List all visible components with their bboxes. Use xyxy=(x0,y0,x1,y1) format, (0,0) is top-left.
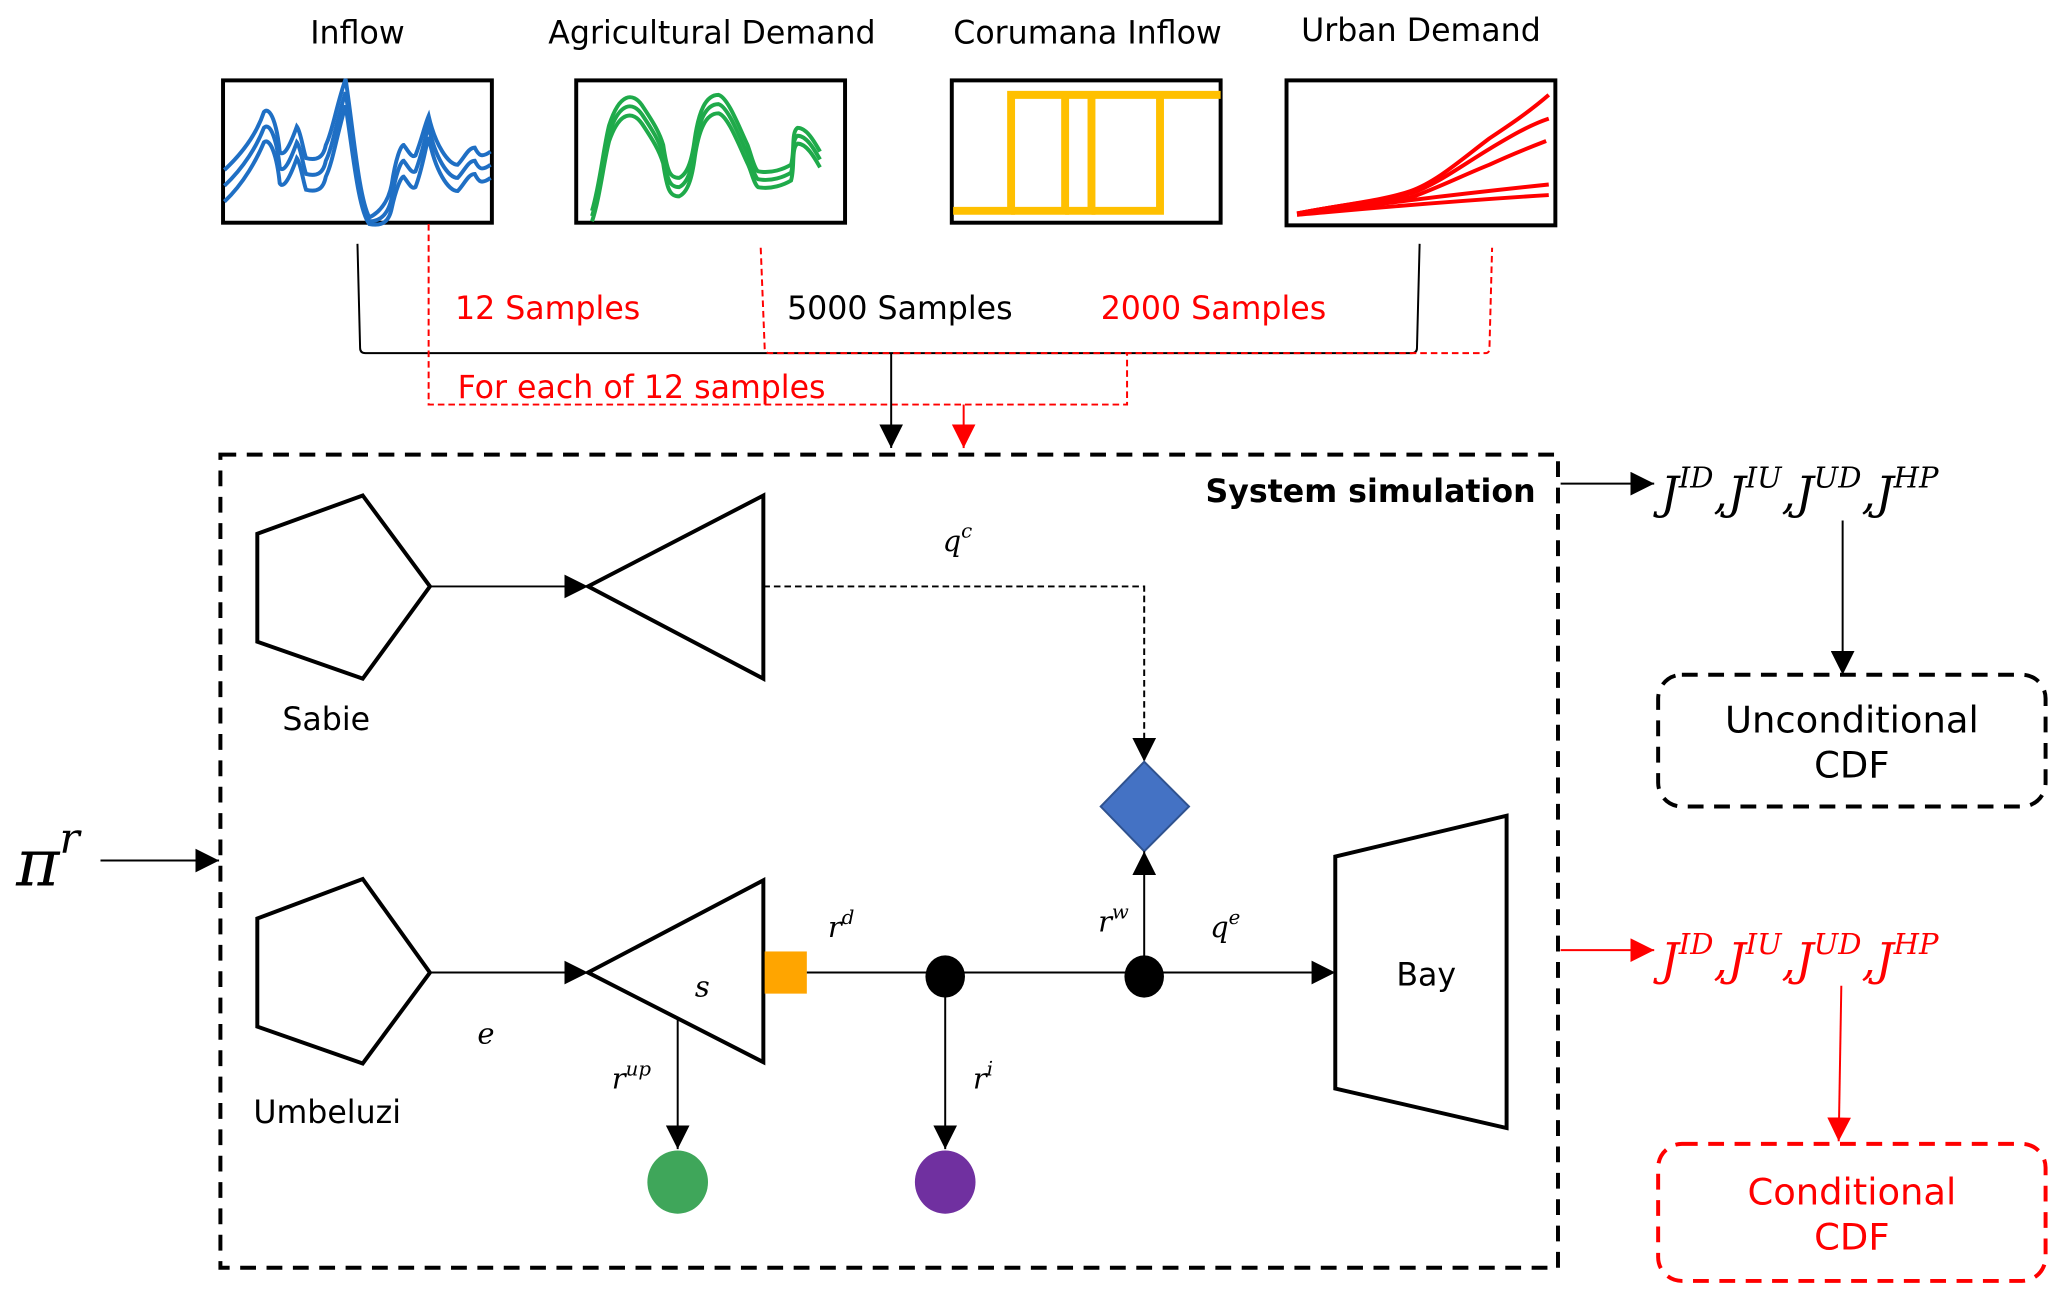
unconditional-cdf-line2: CDF xyxy=(1814,744,1889,787)
inflow-plot-frame xyxy=(221,78,494,225)
qc-label: qc xyxy=(943,520,973,558)
upstream-demand-node xyxy=(647,1150,708,1214)
policy-label: πr xyxy=(15,814,82,902)
qc-flow-arrow xyxy=(763,585,1157,762)
conditional-cdf-box xyxy=(1656,1141,2048,1283)
input-agricultural-demand: Agricultural Demand xyxy=(548,15,876,225)
conditional-cdf-line2: CDF xyxy=(1814,1215,1889,1258)
corumana-series xyxy=(953,90,1221,215)
red-loop-bracket xyxy=(427,224,1129,406)
input-urban-demand: Urban Demand xyxy=(1284,13,1558,228)
simulation-boundary xyxy=(218,452,1560,1270)
sabie-label: Sabie xyxy=(282,702,370,738)
qe-label: qe xyxy=(1210,906,1240,944)
sampling-connectors: 12 Samples 5000 Samples 2000 Samples For… xyxy=(356,224,1494,449)
simulation-title: System simulation xyxy=(1205,474,1535,510)
umbeluzi-label: Umbeluzi xyxy=(253,1095,401,1131)
samples-2000-label: 2000 Samples xyxy=(1101,291,1326,327)
agricultural-plot-frame xyxy=(574,78,848,225)
input-inflow: Inflow xyxy=(221,15,494,227)
conditional-output: JID,JIU,JUD,JHP Conditional CDF xyxy=(1560,927,2048,1283)
corumana-plot-frame xyxy=(949,78,1223,225)
conditional-cdf-arrow xyxy=(1827,985,1851,1142)
junction-node-1 xyxy=(925,955,965,998)
unconditional-cdf-line1: Unconditional xyxy=(1725,699,1979,742)
water-supply-diamond-icon xyxy=(1099,760,1191,853)
agricultural-demand-label: Agricultural Demand xyxy=(548,15,875,51)
ri-label: ri xyxy=(973,1057,993,1095)
inflow-label: Inflow xyxy=(310,15,404,51)
storage-label: s xyxy=(695,969,710,1003)
junction-node-2 xyxy=(1124,955,1164,998)
e-label: e xyxy=(477,1017,494,1051)
sabie-catchment-icon xyxy=(255,493,433,682)
inflow-series xyxy=(223,78,492,227)
system-simulation: System simulation Sabie qc πr Umbeluzi e… xyxy=(15,452,1560,1270)
urban-plot-frame xyxy=(1284,78,1558,228)
umbeluzi-catchment-icon xyxy=(255,876,433,1066)
bay-label: Bay xyxy=(1396,958,1456,994)
unconditional-cdf-box xyxy=(1656,672,2048,809)
rd-label: rd xyxy=(828,906,855,944)
unconditional-objectives: JID,JIU,JUD,JHP xyxy=(1653,461,1939,520)
for-each-label: For each of 12 samples xyxy=(458,370,826,406)
urban-demand-label: Urban Demand xyxy=(1301,13,1541,49)
irrigation-demand-node xyxy=(914,1150,976,1214)
unconditional-output: JID,JIU,JUD,JHP Unconditional CDF xyxy=(1560,461,2048,809)
samples-5000-label: 5000 Samples xyxy=(787,291,1012,327)
bay-outlet-icon xyxy=(1333,813,1509,1131)
urban-series xyxy=(1296,93,1551,217)
storage-reservoir-icon xyxy=(583,877,766,1066)
agricultural-series xyxy=(590,92,822,223)
corumana-inflow-label: Corumana Inflow xyxy=(953,15,1222,51)
rup-label: rup xyxy=(612,1057,652,1095)
input-corumana-inflow: Corumana Inflow xyxy=(949,15,1223,225)
rw-label: rw xyxy=(1098,901,1129,939)
conditional-cdf-line1: Conditional xyxy=(1747,1170,1956,1213)
release-outlet-icon xyxy=(764,951,807,994)
conditional-objectives: JID,JIU,JUD,JHP xyxy=(1653,927,1939,986)
corumana-reservoir-icon xyxy=(583,492,766,682)
samples-12-label: 12 Samples xyxy=(455,291,640,327)
